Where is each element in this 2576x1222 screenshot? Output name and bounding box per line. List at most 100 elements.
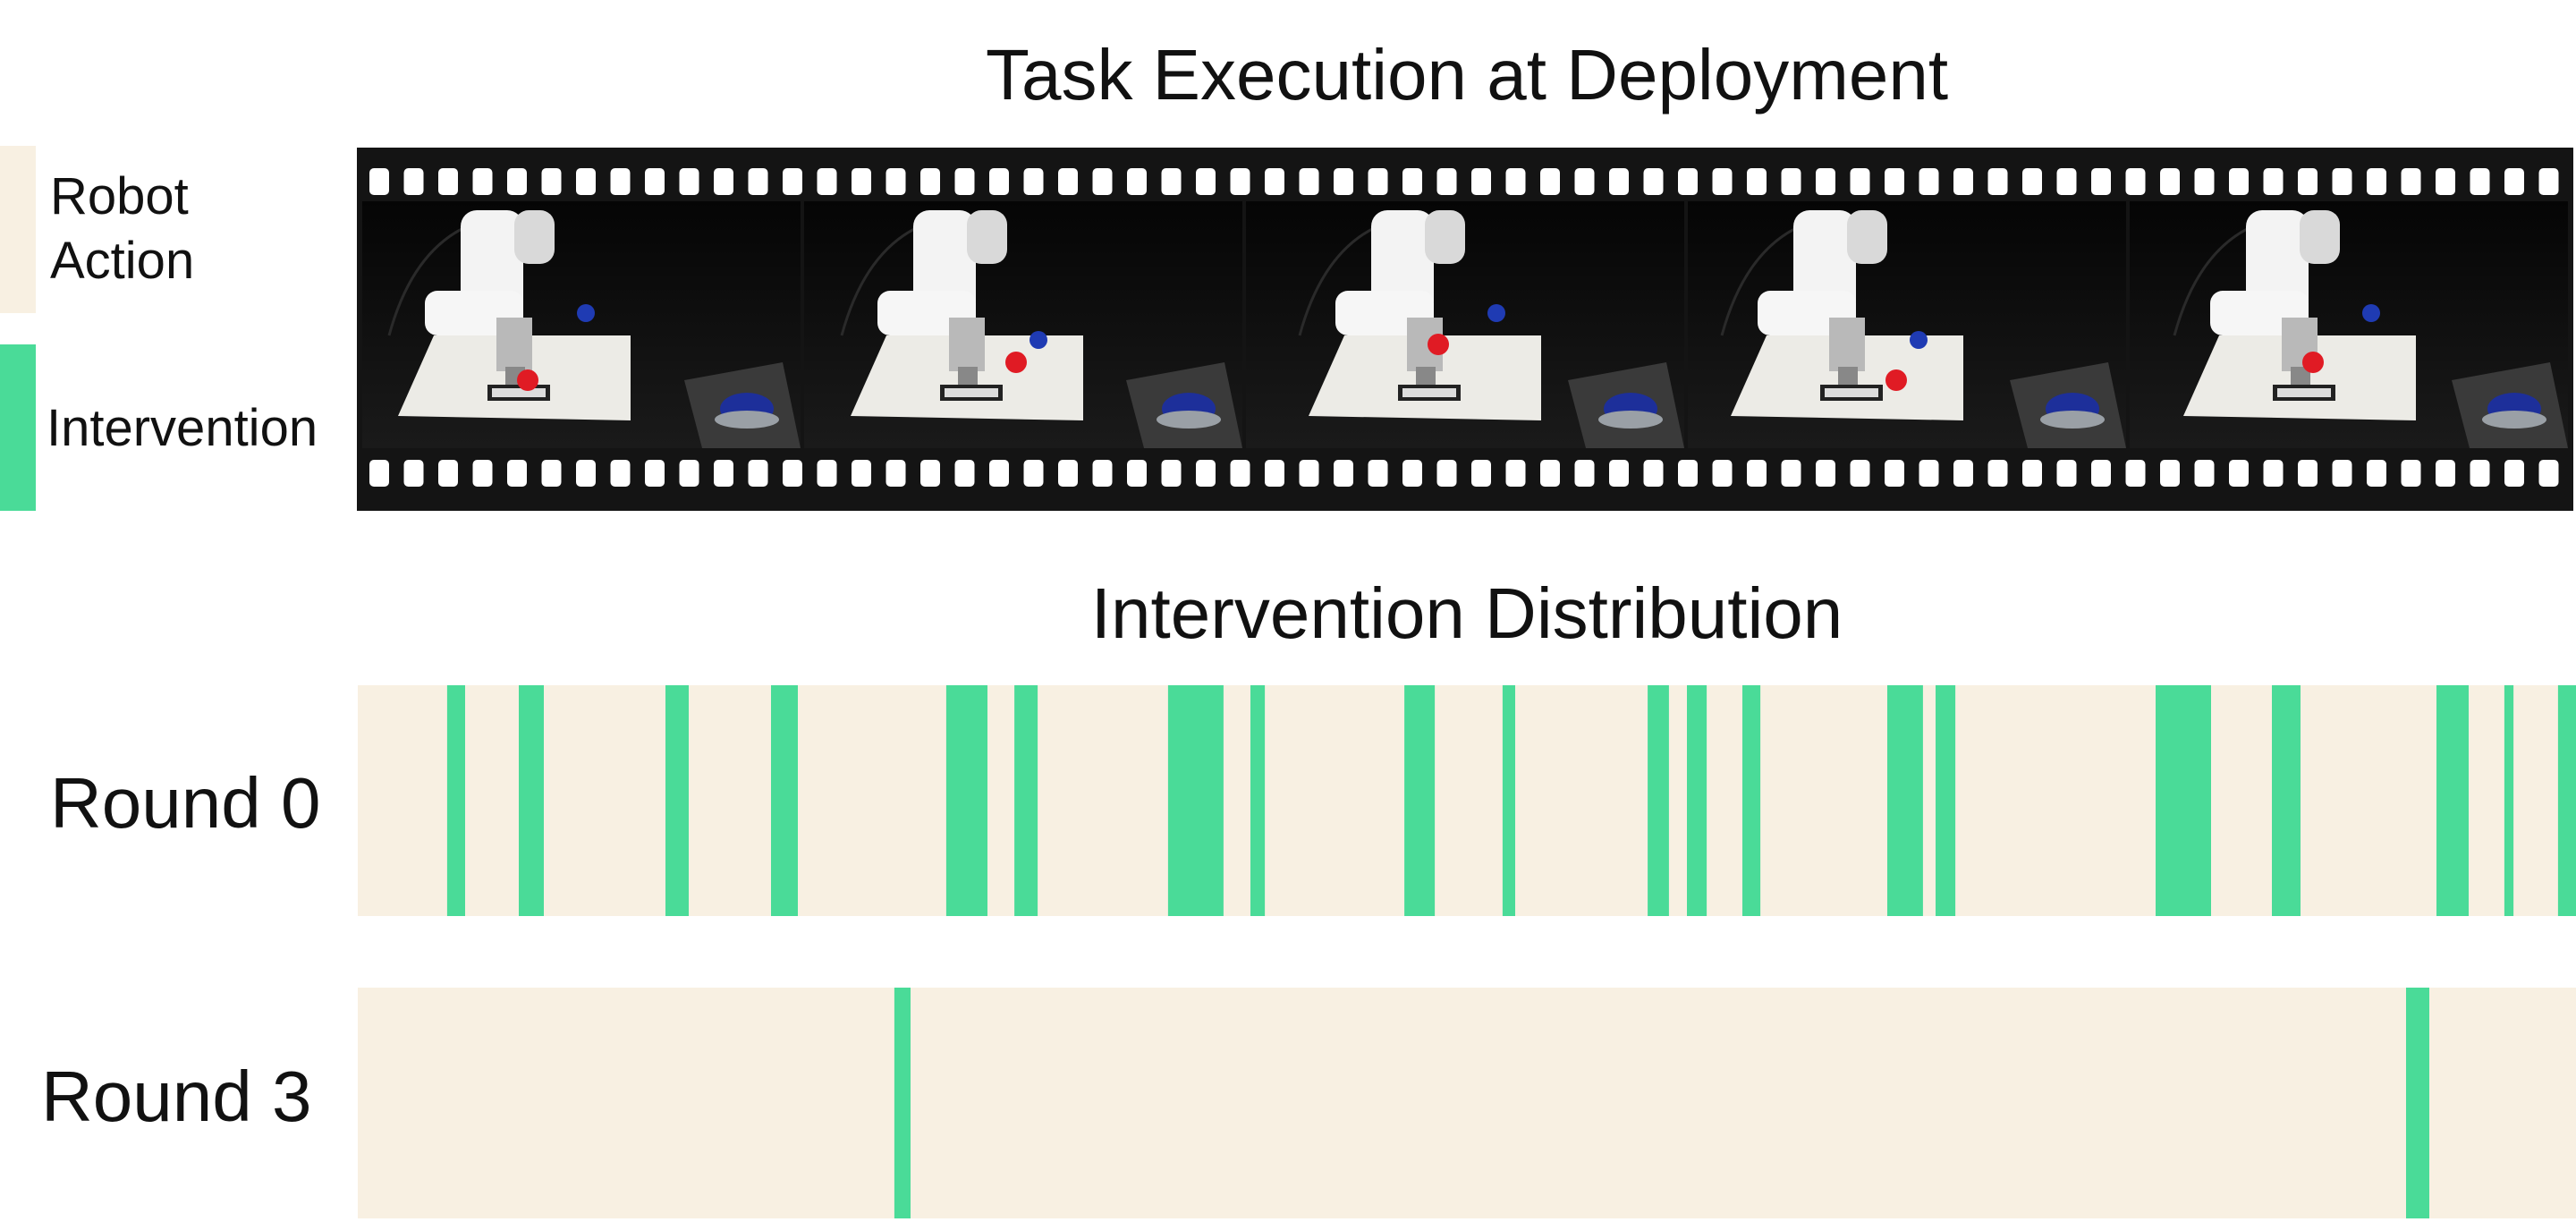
intervention-segment [1936, 685, 1956, 916]
film-perforation [645, 168, 665, 195]
film-perforation [1712, 168, 1733, 195]
film-perforation [1781, 460, 1801, 487]
film-perforation [1058, 168, 1078, 195]
film-perforation [610, 460, 631, 487]
film-perforation [920, 460, 940, 487]
intervention-segment [446, 685, 465, 916]
round-3-timeline [358, 988, 2576, 1218]
film-perforation [438, 460, 458, 487]
intervention-segment [1742, 685, 1761, 916]
film-perforation [783, 168, 802, 195]
film-perforation [1574, 168, 1595, 195]
round-3-label: Round 3 [41, 1057, 312, 1136]
robot-scene-image [362, 201, 801, 448]
intervention-segment [665, 685, 689, 916]
film-perforation [1402, 460, 1422, 487]
robot-action-segment [358, 685, 2576, 916]
film-perforation [679, 460, 699, 487]
intervention-segment [2504, 685, 2514, 916]
film-frame [1246, 201, 1684, 448]
film-perforation [1609, 460, 1629, 487]
film-perforation [1299, 168, 1319, 195]
film-frame [1688, 201, 2126, 448]
film-perforation [2538, 168, 2559, 195]
film-perforation [2022, 168, 2042, 195]
film-perforation [472, 460, 493, 487]
film-perforation [1678, 168, 1698, 195]
film-perforation [1987, 168, 2008, 195]
intervention-segment [1250, 685, 1266, 916]
film-perforation [2436, 168, 2455, 195]
film-perforation [1299, 460, 1319, 487]
film-perforation [2091, 168, 2111, 195]
film-perforation [1816, 168, 1835, 195]
film-perforation [1987, 460, 2008, 487]
film-perforation [2091, 460, 2111, 487]
film-perforation [1265, 460, 1284, 487]
film-perforations-top [369, 168, 2559, 195]
film-perforations-bottom [369, 460, 2559, 487]
film-perforation [1436, 168, 1457, 195]
film-perforation [1196, 168, 1216, 195]
film-perforation [2367, 168, 2386, 195]
film-perforation [1885, 460, 1904, 487]
film-perforation [1196, 460, 1216, 487]
distribution-title: Intervention Distribution [1090, 573, 1843, 653]
film-perforation [1230, 168, 1250, 195]
intervention-segment [1887, 685, 1923, 916]
film-perforation [1747, 460, 1767, 487]
robot-action-legend-label: Robot Action [50, 167, 195, 290]
film-perforation [1334, 460, 1353, 487]
film-perforation [2160, 168, 2180, 195]
film-perforation [1471, 168, 1491, 195]
film-perforation [2470, 168, 2490, 195]
film-perforation [1092, 168, 1113, 195]
film-frame [362, 201, 801, 448]
film-perforation [1471, 460, 1491, 487]
film-frames [362, 201, 2568, 448]
film-perforation [1953, 168, 1973, 195]
film-perforation [817, 460, 837, 487]
intervention-segment [2406, 988, 2429, 1218]
film-perforation [1402, 168, 1422, 195]
intervention-segment [1648, 685, 1669, 916]
film-perforation [1747, 168, 1767, 195]
intervention-segment [519, 685, 544, 916]
film-perforation [1023, 460, 1044, 487]
film-perforation [576, 460, 596, 487]
film-perforation [954, 460, 975, 487]
film-perforation [403, 460, 424, 487]
film-perforation [1334, 168, 1353, 195]
film-perforation [2194, 168, 2215, 195]
film-perforation [1092, 460, 1113, 487]
intervention-segment [2272, 685, 2301, 916]
intervention-segment [1502, 685, 1515, 916]
film-perforation [2125, 168, 2146, 195]
film-perforation [369, 460, 389, 487]
intervention-legend-label: Intervention [47, 399, 318, 457]
film-perforation [1643, 460, 1664, 487]
film-perforation [1505, 168, 1526, 195]
film-perforation [989, 168, 1009, 195]
film-perforation [2229, 460, 2249, 487]
intervention-legend-swatch [0, 344, 36, 511]
film-perforation [748, 168, 768, 195]
film-perforation [1161, 460, 1182, 487]
execution-title: Task Execution at Deployment [985, 35, 1949, 115]
film-perforation [369, 168, 389, 195]
film-perforation [1574, 460, 1595, 487]
intervention-segment [1014, 685, 1038, 916]
film-perforation [2022, 460, 2042, 487]
round-0-label: Round 0 [50, 763, 321, 843]
film-perforation [1540, 460, 1560, 487]
film-perforation [1368, 168, 1388, 195]
film-perforation [886, 460, 906, 487]
robot-scene-image [1688, 201, 2126, 448]
film-perforation [645, 460, 665, 487]
film-perforation [1265, 168, 1284, 195]
film-perforation [576, 168, 596, 195]
film-perforation [954, 168, 975, 195]
film-perforation [1885, 168, 1904, 195]
film-perforation [1919, 460, 1939, 487]
film-perforation [2332, 460, 2352, 487]
